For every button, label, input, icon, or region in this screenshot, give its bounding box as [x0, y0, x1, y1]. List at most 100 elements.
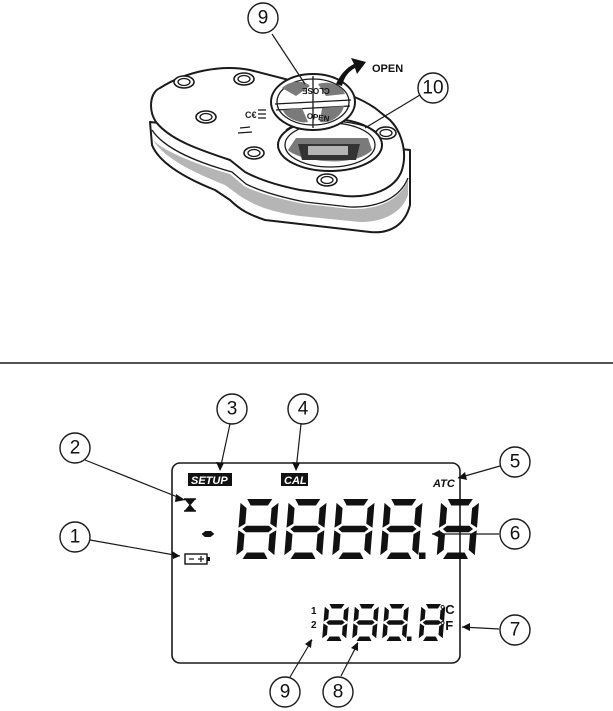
- battery-icon: [184, 553, 210, 565]
- main-digit-segment: [386, 552, 412, 559]
- callout-3-setup: 3: [216, 393, 248, 471]
- callout-7-units: 7: [461, 614, 531, 646]
- setup-indicator: SETUP: [191, 475, 228, 487]
- callout-2-timer: 2: [59, 432, 186, 502]
- sub-digit-segment: [389, 604, 405, 609]
- minus-sign-segment: [201, 531, 215, 537]
- main-digit-segment: [318, 502, 327, 528]
- sub-digit-segment: [402, 623, 408, 639]
- sample-cap: CLOSE OPEN: [270, 73, 356, 131]
- secondary-reading-display: [322, 604, 446, 641]
- main-digit-segment: [364, 530, 373, 556]
- main-digit-segment: [391, 499, 417, 506]
- main-digit-segment: [238, 502, 247, 528]
- main-digit-segment: [447, 499, 473, 506]
- sub-digit-segment: [386, 636, 402, 641]
- marking-icon: [237, 126, 253, 134]
- sub-digit-segment: [382, 623, 388, 639]
- main-digit-segment: [290, 525, 321, 533]
- label-lines-icon: [258, 109, 266, 119]
- housing-rim: [151, 129, 409, 208]
- sub-digit-segment: [323, 606, 329, 622]
- sub-digit-segment: [352, 623, 358, 639]
- cap-close-text: CLOSE: [302, 86, 330, 95]
- main-digit-segment: [412, 530, 421, 556]
- open-direction-label: OPEN: [372, 63, 403, 75]
- sample-well: [277, 118, 383, 172]
- main-digit-segment: [366, 502, 375, 528]
- rotate-arrow-icon: [336, 58, 366, 86]
- main-digit-segment: [332, 530, 341, 556]
- unit-fahrenheit: °F: [440, 618, 453, 633]
- main-digit-segment: [284, 530, 293, 556]
- main-digit-segment: [247, 499, 273, 506]
- housing-base-shade: [153, 140, 408, 222]
- callout-number: 2: [70, 438, 81, 459]
- screw-icon: [195, 110, 217, 124]
- callout-number: 10: [422, 78, 443, 99]
- sub-digit-segment: [343, 606, 349, 622]
- main-digit-segment: [386, 525, 417, 533]
- sub-digit-segment: [439, 606, 446, 622]
- sub-digit-decimal-point: [407, 636, 412, 641]
- main-digit-segment: [443, 552, 468, 559]
- screw-icon: [173, 75, 195, 89]
- sub-digit-segment: [322, 623, 328, 639]
- main-digit-segment: [338, 525, 369, 533]
- main-digit-segment: [382, 502, 391, 528]
- callout-4-cal: 4: [287, 393, 319, 471]
- callout-number: 9: [258, 8, 269, 29]
- main-digit-segment: [268, 530, 277, 556]
- callout-number: 3: [227, 399, 238, 420]
- callout-number: 8: [333, 682, 344, 703]
- sub-digit-segment: [403, 606, 409, 622]
- main-digit-segment: [338, 552, 364, 559]
- callout-number: 9: [280, 682, 291, 703]
- cal-indicator: CAL: [284, 475, 307, 487]
- sub-digit-segment: [326, 636, 342, 641]
- main-digit-segment: [442, 525, 473, 533]
- atc-indicator: ATC: [432, 478, 456, 490]
- main-digit-segment: [380, 530, 389, 556]
- sub-digit-segment: [356, 636, 372, 641]
- sub-digit-segment: [359, 604, 375, 609]
- ce-mark-icon: C€: [245, 110, 257, 120]
- sub-digit-segment: [329, 604, 345, 609]
- lcd-frame: [171, 462, 461, 664]
- main-digit-segment: [290, 552, 316, 559]
- unit-celsius: °C: [440, 602, 455, 617]
- main-digit-segment: [414, 502, 423, 528]
- main-digit-segment: [468, 530, 477, 556]
- main-digit-segment: [470, 502, 479, 528]
- sub-digit-segment: [326, 620, 345, 625]
- screw-icon: [243, 146, 265, 160]
- sub-digit-segment: [386, 620, 405, 625]
- sub-digit-segment: [342, 623, 348, 639]
- main-reading-display: [201, 499, 479, 559]
- callout-number: 4: [298, 399, 309, 420]
- callout-6-main-reading: 6: [432, 518, 531, 550]
- main-digit-segment: [236, 530, 245, 556]
- sub-digit-segment: [372, 623, 378, 639]
- sub-digit-segment: [420, 606, 426, 622]
- callout-9-index: 9: [269, 639, 313, 708]
- main-digit-segment: [334, 502, 343, 528]
- cap-open-text: OPEN: [306, 111, 330, 123]
- callout-10-top: 10: [364, 72, 449, 129]
- main-digit-segment: [295, 499, 321, 506]
- main-digit-segment: [242, 525, 273, 533]
- screw-icon: [233, 72, 255, 86]
- callout-number: 1: [70, 527, 81, 548]
- sub-digit-segment: [423, 636, 438, 641]
- sub-digit-segment: [425, 604, 441, 609]
- sub-digit-segment: [356, 620, 375, 625]
- setup-indicator-bg: [188, 473, 232, 486]
- hourglass-icon: [183, 498, 197, 512]
- main-digit-decimal-point: [419, 552, 426, 559]
- main-digit-segment: [286, 502, 295, 528]
- index-2: 2: [311, 620, 317, 631]
- sub-digit-segment: [373, 606, 379, 622]
- sub-digit-segment: [422, 620, 442, 625]
- sub-digit-segment: [438, 623, 444, 639]
